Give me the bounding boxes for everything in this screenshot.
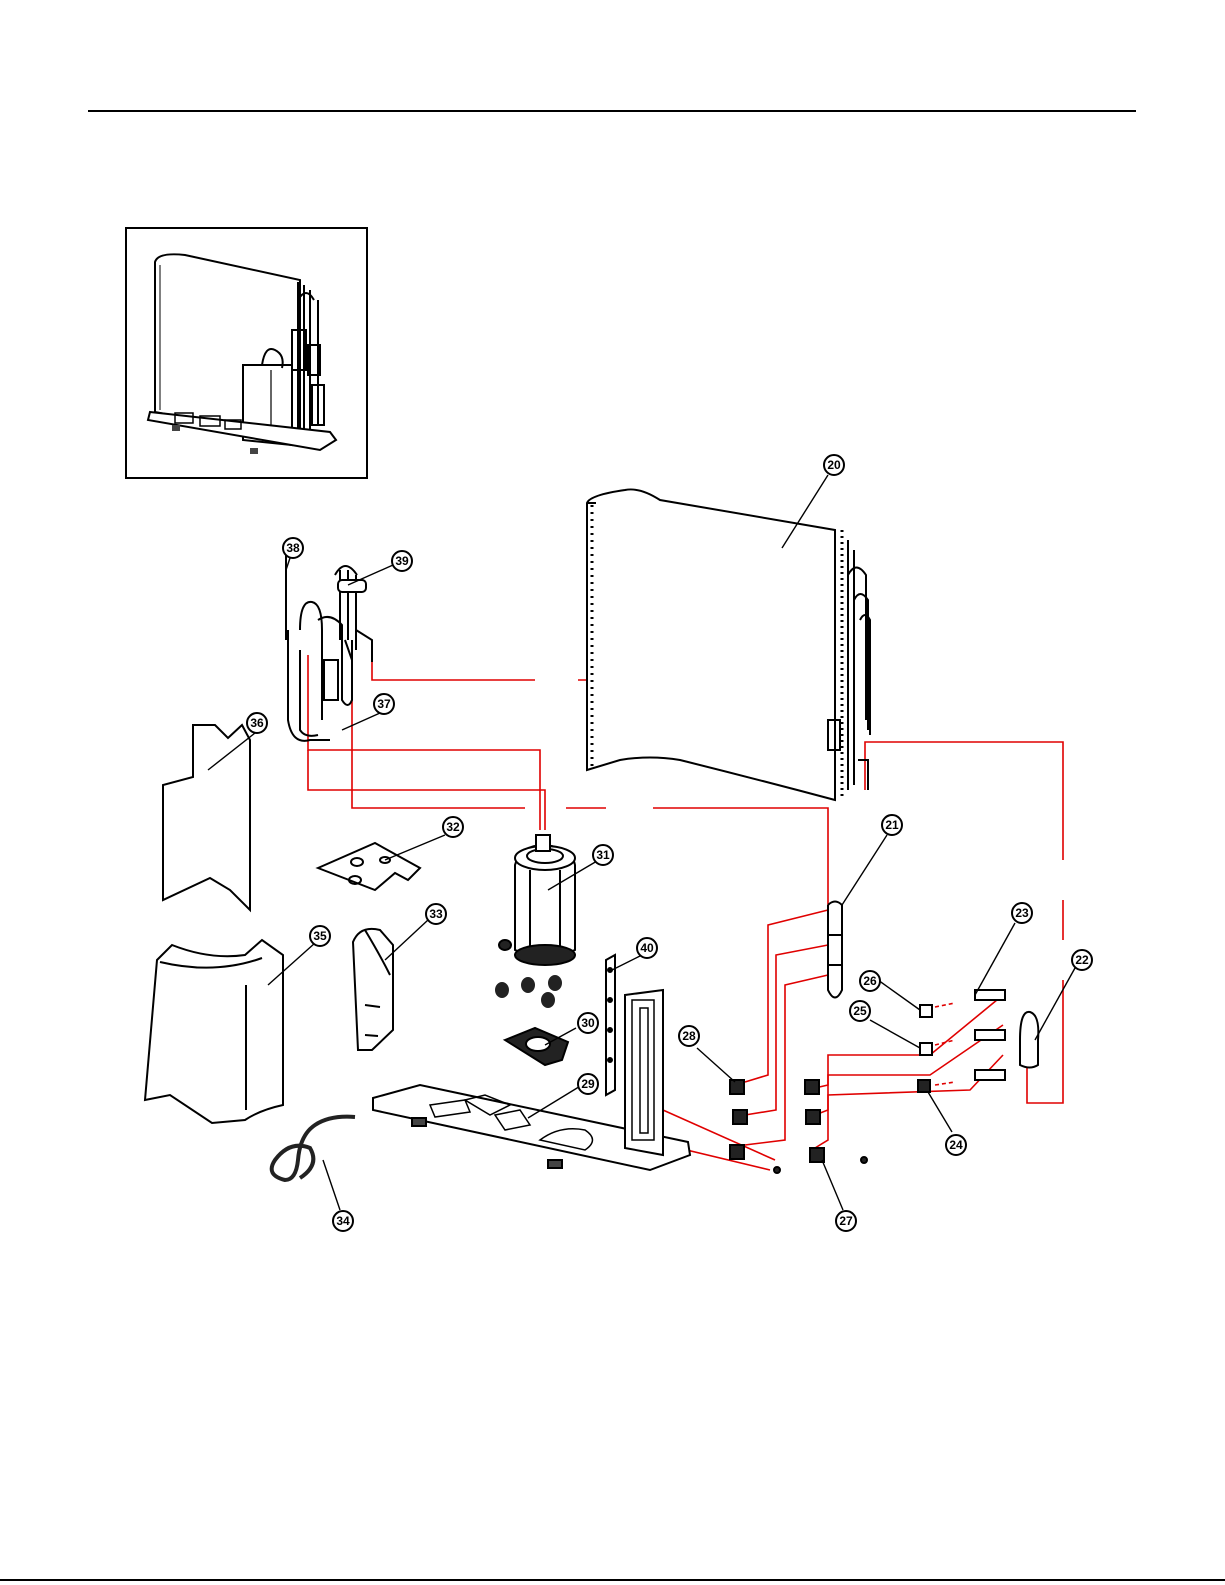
compressor [499,835,575,965]
callout-24: 24 [946,1135,966,1155]
svg-text:23: 23 [1015,906,1029,920]
callout-35: 35 [310,926,330,946]
svg-text:28: 28 [682,1029,696,1043]
svg-text:25: 25 [853,1004,867,1018]
callout-34: 34 [333,1211,353,1231]
callout-26: 26 [860,971,880,991]
compressor-grommets [495,975,562,1008]
callout-23: 23 [1012,903,1032,923]
condenser-coil [587,489,870,800]
distributor-and-valves [918,990,1038,1092]
callout-22: 22 [1072,950,1092,970]
svg-text:33: 33 [429,907,443,921]
callout-31: 31 [593,845,613,865]
power-cord [272,1117,355,1180]
svg-text:30: 30 [581,1016,595,1030]
capillary-tube [828,902,842,998]
svg-text:22: 22 [1075,953,1089,967]
side-bracket [353,929,393,1050]
callout-29: 29 [578,1074,598,1094]
base-pan [373,990,690,1170]
callout-21: 21 [882,815,902,835]
callout-28: 28 [679,1026,699,1046]
callout-33: 33 [426,904,446,924]
reversing-valve-assembly [286,543,372,741]
svg-text:31: 31 [596,848,610,862]
insulation-panel-lower [145,940,283,1123]
svg-text:37: 37 [377,697,391,711]
callout-32: 32 [443,817,463,837]
svg-text:39: 39 [395,554,409,568]
svg-text:32: 32 [446,820,460,834]
callout-38: 38 [283,538,303,558]
svg-text:20: 20 [827,458,841,472]
svg-text:36: 36 [250,716,264,730]
svg-text:34: 34 [336,1214,350,1228]
svg-text:27: 27 [839,1214,853,1228]
callout-36: 36 [247,713,267,733]
callout-25: 25 [850,1001,870,1021]
insulation-panel-upper [163,725,250,910]
svg-text:38: 38 [286,541,300,555]
mounting-bracket [606,955,615,1095]
callout-39: 39 [392,551,412,571]
callout-40: 40 [637,938,657,958]
svg-text:40: 40 [640,941,654,955]
svg-text:29: 29 [581,1077,595,1091]
callout-30: 30 [578,1013,598,1033]
callout-20: 20 [824,455,844,475]
callout-37: 37 [374,694,394,714]
svg-text:26: 26 [863,974,877,988]
compressor-mount-plate [505,1028,568,1065]
svg-text:21: 21 [885,818,899,832]
svg-text:24: 24 [949,1138,963,1152]
svg-text:35: 35 [313,929,327,943]
compressor-cover-plate [318,843,420,890]
callout-27: 27 [836,1211,856,1231]
assembled-view-inset [126,228,367,478]
